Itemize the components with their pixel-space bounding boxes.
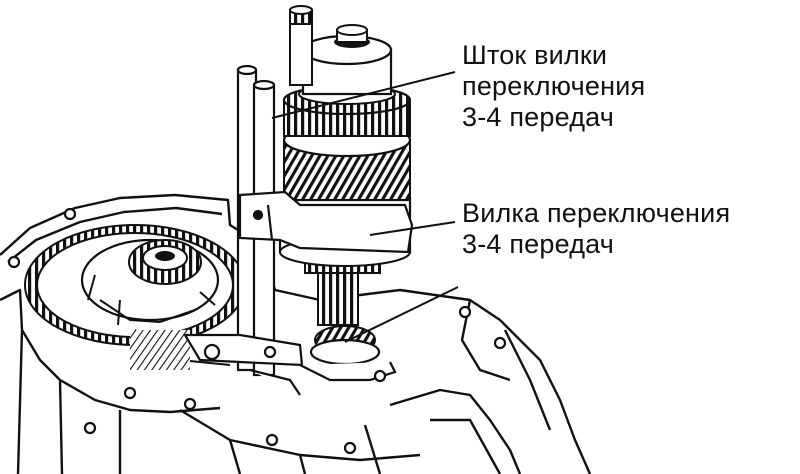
callout-1-line-3: 3-4 передач xyxy=(462,102,615,132)
leader-lines xyxy=(271,71,459,343)
callout-2-line-2: 3-4 передач xyxy=(462,229,615,259)
callout-1-line-2: переключения xyxy=(462,71,646,101)
shift-fork xyxy=(238,190,414,254)
callout-2-line-1: Вилка переключения xyxy=(462,198,731,228)
threaded-rod xyxy=(289,5,313,86)
callout-1-line-1: Шток вилки xyxy=(462,40,608,70)
callout-shift-fork-rod: Шток вилки переключения 3-4 передач xyxy=(462,40,645,133)
callout-shift-fork: Вилка переключения 3-4 передач xyxy=(462,198,730,260)
differential-ring-gear xyxy=(24,224,246,370)
linkage xyxy=(183,333,397,396)
bolt-holes xyxy=(7,207,507,455)
housing xyxy=(0,193,592,474)
